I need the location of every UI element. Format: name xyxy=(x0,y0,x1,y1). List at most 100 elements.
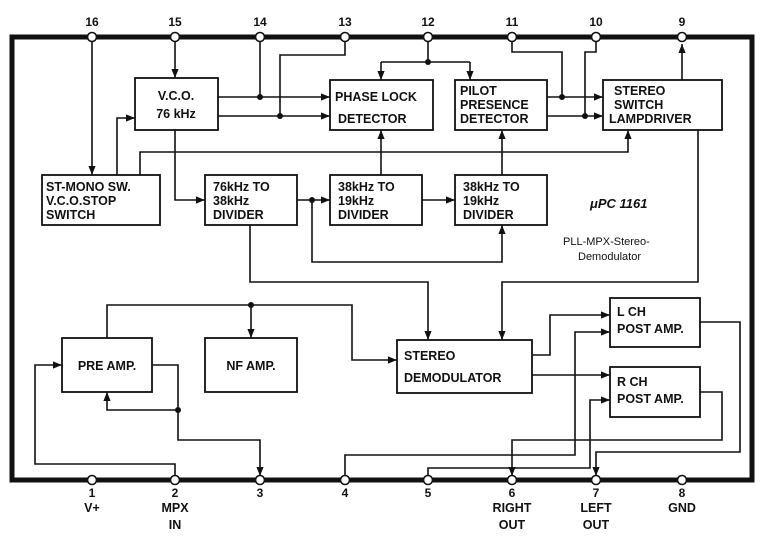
wire-stereo-switch-to-stereo-demodulator xyxy=(501,130,699,340)
junction-dot xyxy=(248,302,254,308)
wire-st-mono-switch-to-vco xyxy=(116,117,135,175)
arrowhead xyxy=(498,130,506,139)
pin-1-label: V+ xyxy=(84,501,100,515)
arrowhead xyxy=(103,392,111,401)
pin-labels: 16 15 14 13 12 11 10 9 1 2 3 4 5 6 7 8 V… xyxy=(84,15,696,532)
l-ch-post-amp-label-line-1: L CH xyxy=(617,305,646,319)
block-l-ch-post-amp xyxy=(609,297,701,348)
pin-5-pad xyxy=(422,474,434,486)
wires xyxy=(34,41,741,476)
ic-package-outline xyxy=(9,34,755,483)
arrowhead xyxy=(424,331,432,340)
block-r-ch-post-amp xyxy=(609,366,701,418)
wire-76k-divider-to-stereo-demodulator xyxy=(249,225,429,340)
arrowhead xyxy=(466,71,474,80)
divider-76k-38k-label-line-1: 76kHz TO xyxy=(213,180,270,194)
junction-dot xyxy=(582,113,588,119)
pin-8-number: 8 xyxy=(679,486,686,500)
wire-stereo-demodulator-to-l-ch xyxy=(532,314,610,356)
wire-l-ch-to-pin7 xyxy=(595,321,741,476)
wire-pre-amp-to-stereo-demodulator xyxy=(106,304,397,361)
pilot-presence-detector-label-line-3: DETECTOR xyxy=(460,112,529,126)
pin-7-label-line-2: OUT xyxy=(583,518,610,532)
blocks xyxy=(41,77,723,418)
pin-6-pad xyxy=(506,474,518,486)
junction-dot xyxy=(559,94,565,100)
pre-amp-label: PRE AMP. xyxy=(78,359,136,373)
stereo-switch-label-line-2: SWITCH xyxy=(614,98,663,112)
pin-8-label: GND xyxy=(668,501,696,515)
arrowhead xyxy=(321,196,330,204)
pin-pads xyxy=(86,31,688,486)
pin-6-label-line-1: RIGHT xyxy=(493,501,532,515)
pin-9-pad xyxy=(676,31,688,43)
wire-pre-amp-to-pin3 xyxy=(152,364,261,476)
block-stereo-switch-lamp-driver xyxy=(602,79,723,131)
arrowhead xyxy=(592,467,600,476)
divider-38k-19k-b-label-line-2: 19kHz xyxy=(463,194,499,208)
chip-function-line-2: Demodulator xyxy=(578,251,641,263)
pin-11-pad xyxy=(506,31,518,43)
wire-pin5-to-r-ch xyxy=(427,399,610,476)
arrowhead xyxy=(594,93,603,101)
pin-16-number: 16 xyxy=(85,15,99,29)
pilot-presence-detector-label-line-2: PRESENCE xyxy=(460,98,529,112)
junction-dots xyxy=(175,59,588,413)
divider-76k-38k-label-line-2: 38kHz xyxy=(213,194,249,208)
block-vco xyxy=(134,77,219,131)
arrowhead xyxy=(321,112,330,120)
pin-6-number: 6 xyxy=(509,486,516,500)
wire-38k-feed-to-38k-divider-b xyxy=(311,200,503,263)
arrowhead xyxy=(196,196,205,204)
phase-lock-detector-label-line-2: DETECTOR xyxy=(338,112,407,126)
pin-13-number: 13 xyxy=(338,15,352,29)
pin-2-label-line-2: IN xyxy=(169,518,182,532)
chip-part-number: μPC 1161 xyxy=(589,196,647,211)
arrowhead xyxy=(53,361,62,369)
chip-function-line-1: PLL-MPX-Stereo- xyxy=(563,236,650,248)
junction-dot xyxy=(277,113,283,119)
stereo-switch-label-line-1: STEREO xyxy=(614,84,666,98)
arrowhead xyxy=(388,356,397,364)
wire-feedback-to-pre-amp xyxy=(106,392,178,411)
arrowhead xyxy=(446,196,455,204)
pin-7-number: 7 xyxy=(593,486,600,500)
stereo-demodulator-label-line-2: DEMODULATOR xyxy=(404,371,501,385)
arrowhead xyxy=(247,329,255,338)
wire-r-ch-to-pin6 xyxy=(511,391,723,476)
r-ch-post-amp-label-line-1: R CH xyxy=(617,375,648,389)
arrowhead xyxy=(88,166,96,175)
pin-11-number: 11 xyxy=(506,15,519,29)
pin-13-pad xyxy=(339,31,351,43)
pin-15-pad xyxy=(169,31,181,43)
st-mono-switch-label-line-3: SWITCH xyxy=(46,208,95,222)
wire-pin11-tap xyxy=(511,41,563,97)
stereo-demodulator-label-line-1: STEREO xyxy=(404,349,456,363)
arrowhead xyxy=(508,467,516,476)
l-ch-post-amp-label-line-2: POST AMP. xyxy=(617,322,684,336)
wire-pin10-tap xyxy=(584,41,597,116)
pin-4-number: 4 xyxy=(342,486,349,500)
pin-12-number: 12 xyxy=(421,15,435,29)
arrowhead xyxy=(377,71,385,80)
nf-amp-label: NF AMP. xyxy=(226,359,275,373)
vco-label-line-2: 76 kHz xyxy=(156,107,196,121)
junction-dot xyxy=(425,59,431,65)
wire-pin2-to-pre-amp xyxy=(34,364,176,476)
arrowhead xyxy=(171,69,179,78)
divider-76k-38k-label-line-3: DIVIDER xyxy=(213,208,264,222)
pin-4-pad xyxy=(339,474,351,486)
divider-38k-19k-b-label-line-1: 38kHz TO xyxy=(463,180,520,194)
block-pre-amp xyxy=(61,337,153,393)
wire-pin12-bus xyxy=(381,41,470,63)
pin-8-pad xyxy=(676,474,688,486)
arrowhead xyxy=(498,225,506,234)
pin-14-number: 14 xyxy=(253,15,267,29)
wire-pin4-to-l-ch xyxy=(344,331,610,476)
arrowhead xyxy=(601,328,610,336)
arrowhead xyxy=(678,44,686,53)
pin-6-label-line-2: OUT xyxy=(499,518,526,532)
arrowhead xyxy=(256,467,264,476)
pin-1-pad xyxy=(86,474,98,486)
